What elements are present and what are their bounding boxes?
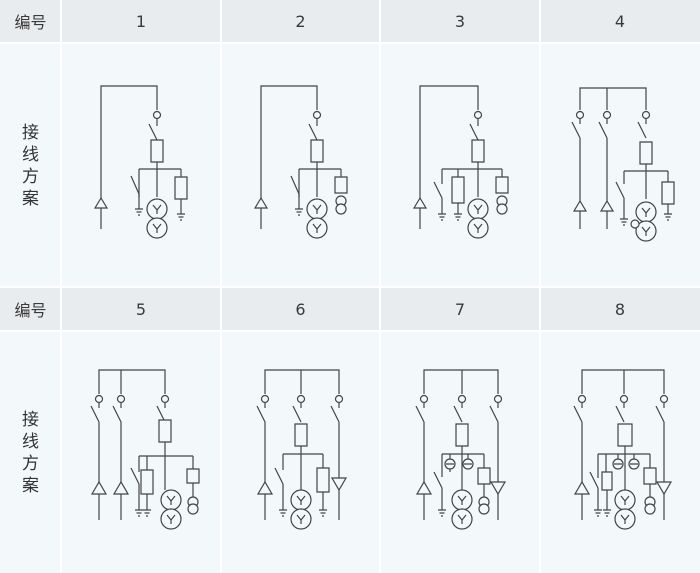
- side-label-char: 方: [22, 167, 39, 187]
- wiring-diagram-8: [540, 332, 700, 573]
- grid-divider: [0, 286, 700, 288]
- wiring-diagram-6: [221, 332, 380, 573]
- side-label-char: 方: [22, 453, 39, 474]
- header-label: 编号: [14, 13, 47, 32]
- side-label-top: 接 线 方 案: [0, 44, 61, 288]
- wiring-diagram-4: [540, 44, 700, 288]
- scheme-number-6: 6: [295, 299, 306, 319]
- diagram-row-bottom: 接 线 方 案: [0, 332, 700, 573]
- scheme-number-2: 2: [295, 11, 306, 31]
- side-label-char: 接: [22, 123, 39, 143]
- grid-divider: [60, 0, 62, 573]
- wiring-diagram-3: [380, 44, 540, 288]
- wiring-diagram-7: [380, 332, 540, 573]
- side-label-char: 接: [22, 409, 39, 430]
- grid-divider: [539, 0, 541, 573]
- scheme-number-1: 1: [135, 11, 147, 31]
- header-row-bottom: 编号 5 6 7 8: [0, 288, 700, 330]
- wiring-diagram-5: [61, 332, 221, 573]
- wiring-diagram-1: [61, 44, 221, 288]
- wiring-diagram-2: [221, 44, 380, 288]
- diagram-row-top: 接 线 方 案: [0, 44, 700, 288]
- scheme-number-8: 8: [614, 299, 626, 319]
- header-row-top: 编号 1 2 3 4: [0, 0, 700, 42]
- side-label-bottom: 接 线 方 案: [0, 332, 61, 573]
- scheme-number-5: 5: [135, 299, 147, 319]
- scheme-number-4: 4: [614, 11, 626, 31]
- side-label-char: 案: [22, 475, 39, 496]
- side-label-char: 线: [22, 431, 39, 452]
- grid-divider: [0, 330, 700, 332]
- grid-divider: [379, 0, 381, 573]
- header-label: 编号: [14, 301, 47, 320]
- side-label-char: 案: [22, 189, 39, 209]
- scheme-number-7: 7: [454, 299, 466, 319]
- grid-divider: [0, 42, 700, 44]
- side-label-char: 线: [22, 145, 39, 165]
- grid-divider: [220, 0, 222, 573]
- scheme-number-3: 3: [454, 11, 466, 31]
